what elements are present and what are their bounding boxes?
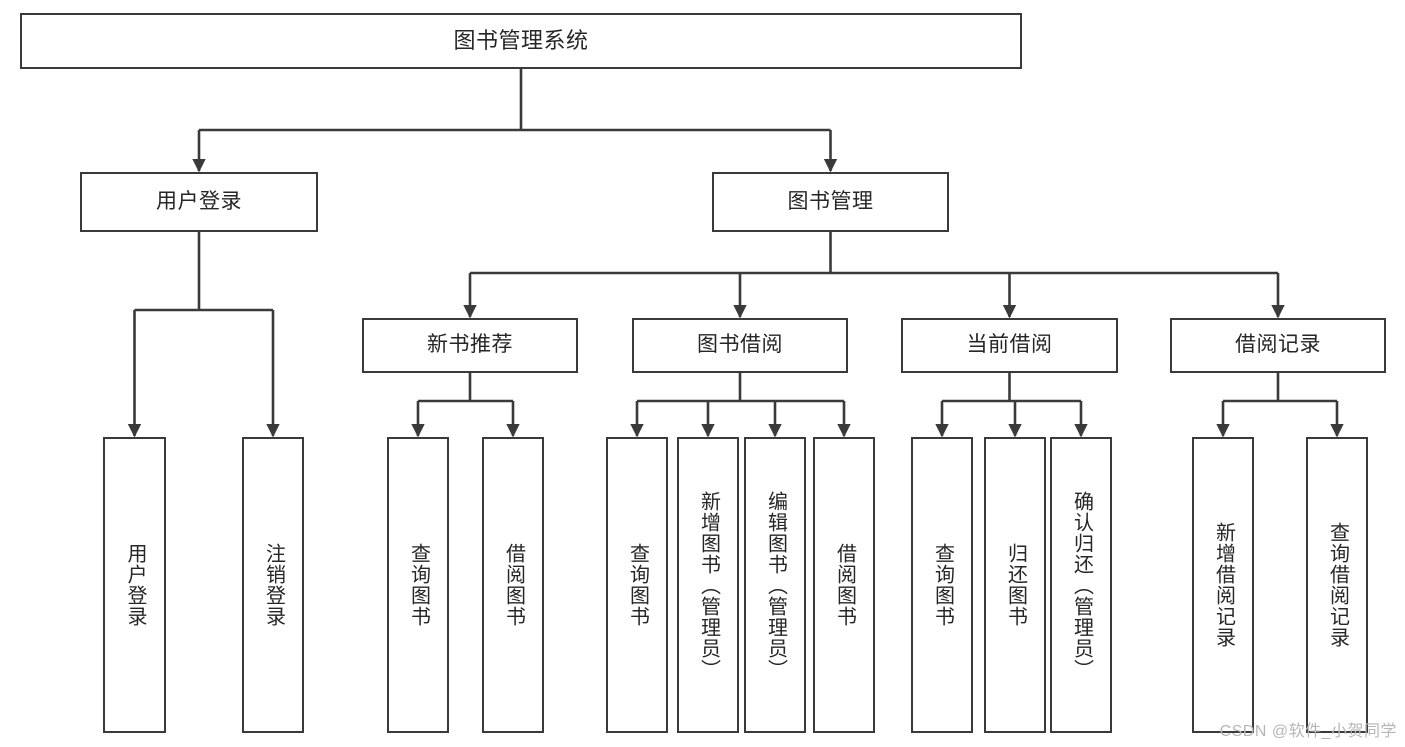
node-leaf-borrow-book-rec[interactable]: 借阅图书	[482, 437, 544, 733]
node-leaf-query-book-current[interactable]: 查询图书	[911, 437, 973, 733]
watermark-credit: CSDN @软件_小贺同学	[1219, 723, 1397, 740]
node-label: 图书管理	[787, 189, 874, 213]
node-label: 图书管理系统	[453, 28, 589, 54]
node-root-system[interactable]: 图书管理系统	[20, 13, 1022, 69]
node-leaf-add-book-admin[interactable]: 新增图书（管理员）	[677, 437, 739, 733]
node-leaf-query-book-rec[interactable]: 查询图书	[387, 437, 449, 733]
node-leaf-edit-book-admin[interactable]: 编辑图书（管理员）	[744, 437, 806, 733]
node-leaf-borrow-book[interactable]: 借阅图书	[813, 437, 875, 733]
node-book-manage[interactable]: 图书管理	[712, 172, 949, 232]
node-borrow-record[interactable]: 借阅记录	[1170, 318, 1386, 373]
node-label: 借阅图书	[502, 543, 525, 627]
node-leaf-confirm-return-admin[interactable]: 确认归还（管理员）	[1050, 437, 1112, 733]
node-leaf-query-borrow-record[interactable]: 查询借阅记录	[1306, 437, 1368, 733]
node-label: 图书借阅	[697, 333, 783, 357]
node-label: 查询借阅记录	[1326, 522, 1349, 648]
node-book-borrow[interactable]: 图书借阅	[632, 318, 848, 373]
node-leaf-user-logout[interactable]: 注销登录	[242, 437, 304, 733]
node-label: 新书推荐	[427, 333, 513, 357]
node-label: 查询图书	[407, 543, 430, 627]
node-label: 注销登录	[262, 543, 285, 627]
node-label: 用户登录	[156, 189, 242, 213]
node-label: 归还图书	[1004, 543, 1027, 627]
node-leaf-add-borrow-record[interactable]: 新增借阅记录	[1192, 437, 1254, 733]
node-label: 编辑图书（管理员）	[764, 490, 787, 680]
node-leaf-return-book[interactable]: 归还图书	[984, 437, 1046, 733]
node-label: 查询图书	[626, 543, 649, 627]
node-leaf-user-login[interactable]: 用户登录	[103, 437, 166, 733]
node-label: 借阅记录	[1235, 333, 1321, 357]
edge-paths	[127, 69, 1344, 438]
node-label: 新增图书（管理员）	[697, 490, 720, 680]
node-label: 用户登录	[124, 543, 146, 627]
node-new-book-recommend[interactable]: 新书推荐	[362, 318, 578, 373]
node-user-login[interactable]: 用户登录	[80, 172, 318, 232]
node-label: 查询图书	[931, 543, 954, 627]
node-current-borrow[interactable]: 当前借阅	[901, 318, 1118, 373]
node-label: 借阅图书	[833, 543, 856, 627]
node-label: 当前借阅	[966, 333, 1053, 357]
node-label: 确认归还（管理员）	[1070, 490, 1093, 680]
node-label: 新增借阅记录	[1212, 522, 1235, 648]
node-leaf-query-book-borrow[interactable]: 查询图书	[606, 437, 668, 733]
